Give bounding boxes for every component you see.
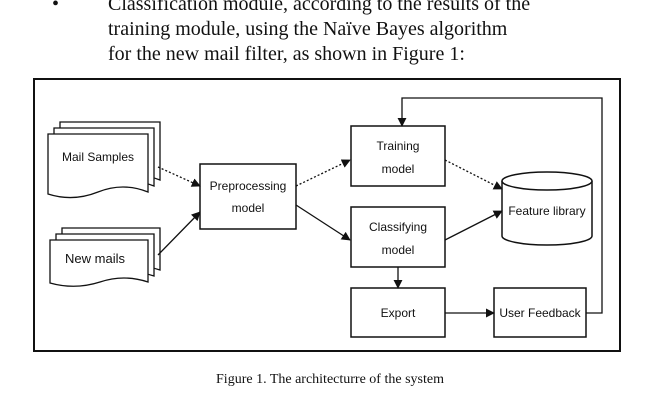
feature-library-node: Feature library [501, 171, 593, 246]
training-node: Training model [350, 125, 446, 187]
training-label-line2: model [382, 162, 415, 176]
mail-samples-node: Mail Samples [47, 121, 161, 199]
bullet-icon: • [52, 0, 60, 15]
training-label-line1: Training [377, 139, 420, 153]
text-line-1: Classification module, according to the … [108, 0, 531, 15]
arrow-preprocessing-to-training [295, 159, 351, 187]
arrow-new-mails-to-preprocessing [157, 211, 201, 256]
user-feedback-label: User Feedback [499, 306, 581, 320]
preprocessing-label-line1: Preprocessing [210, 179, 287, 193]
paragraph-bullet-item: • Classification module, according to th… [52, 0, 642, 67]
figure-frame [33, 78, 621, 352]
feature-library-label: Feature library [508, 204, 585, 218]
classifying-label-line1: Classifying [369, 220, 427, 234]
arrow-classifying-to-feature-library [444, 210, 503, 241]
text-line-3: for the new mail filter, as shown in Fig… [108, 43, 465, 65]
figure-caption: Figure 1. The architecturre of the syste… [216, 372, 444, 387]
arrow-training-to-feature-library [444, 159, 503, 190]
arrow-user-feedback-to-training [397, 97, 603, 314]
classifying-label-line2: model [382, 243, 415, 257]
paragraph-text: Classification module, according to the … [62, 0, 642, 67]
export-node: Export [350, 287, 446, 338]
new-mails-node: New mails [49, 227, 161, 287]
new-mails-label: New mails [65, 251, 125, 266]
export-label: Export [381, 306, 416, 320]
arrow-preprocessing-to-classifying [295, 204, 351, 241]
classifying-node: Classifying model [350, 206, 446, 268]
mail-samples-label: Mail Samples [62, 150, 134, 164]
preprocessing-node: Preprocessing model [199, 163, 297, 230]
arrow-mail-samples-to-preprocessing [157, 166, 201, 187]
preprocessing-label-line2: model [232, 201, 265, 215]
text-line-2: training module, using the Naïve Bayes a… [108, 18, 508, 40]
user-feedback-node: User Feedback [493, 287, 587, 338]
